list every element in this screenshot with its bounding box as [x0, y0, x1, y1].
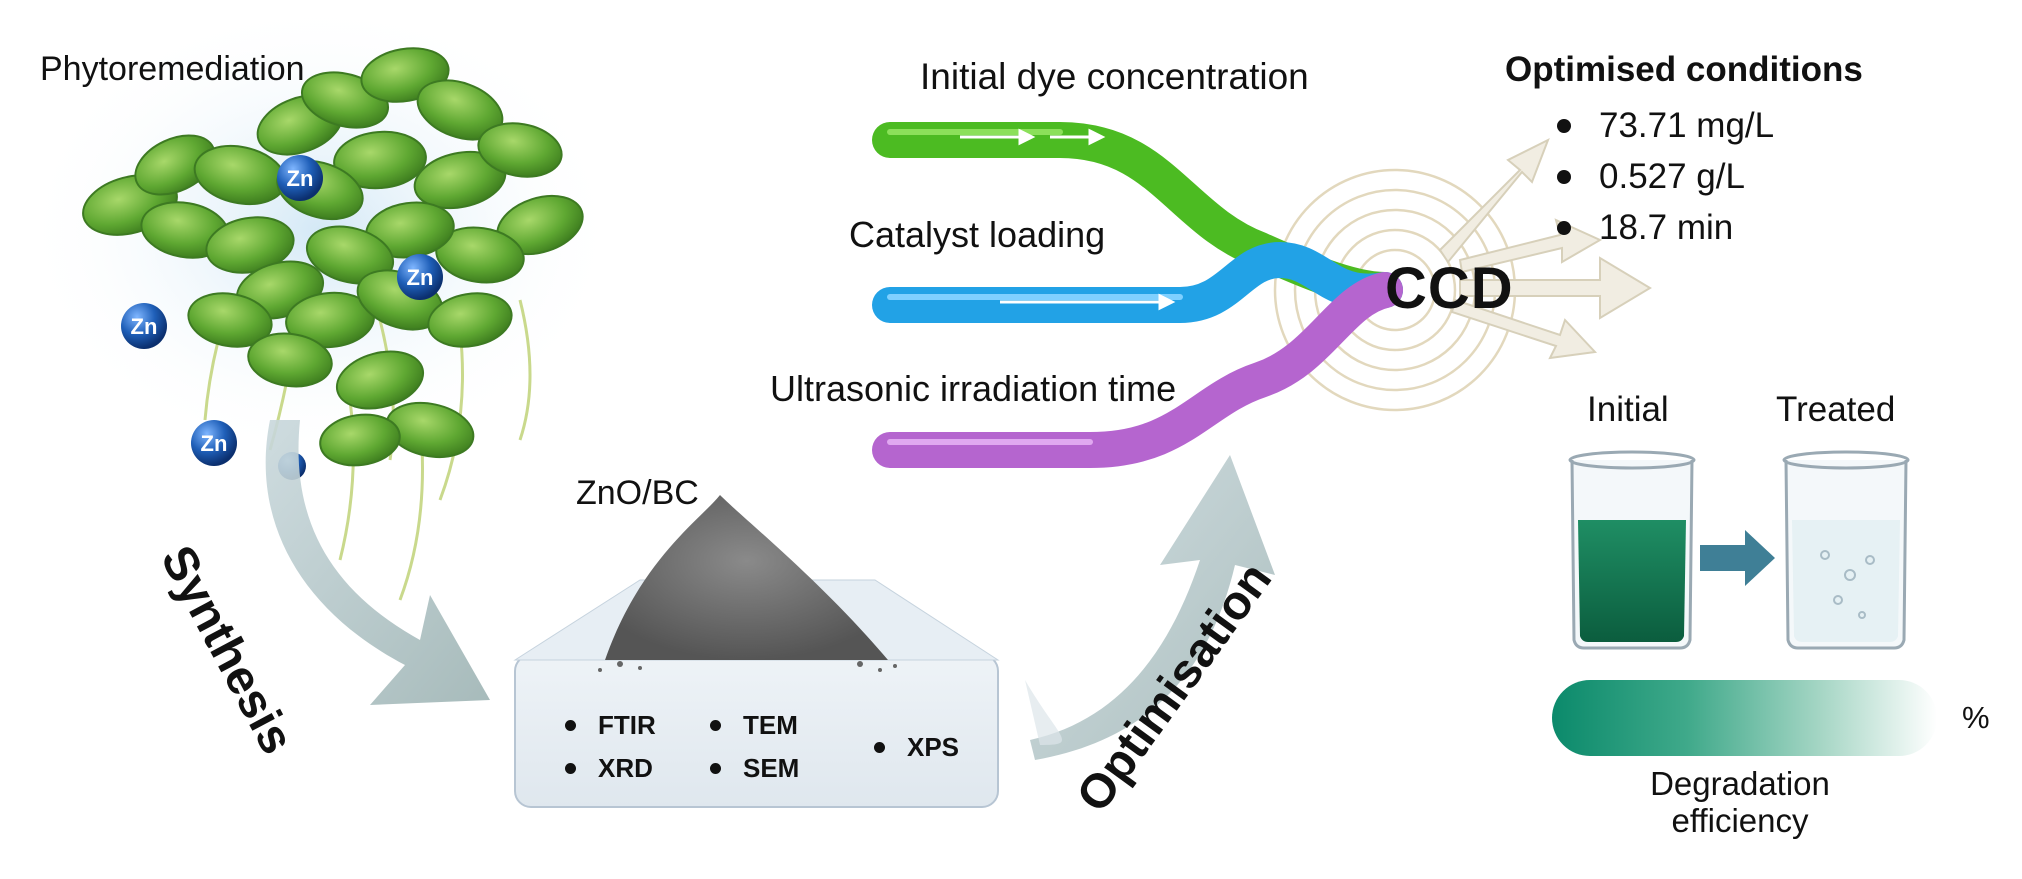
- bullet-icon: [874, 742, 885, 753]
- bullet-icon: [710, 720, 721, 731]
- list-item: 18.7 min: [1557, 202, 1774, 253]
- beaker-initial: [1568, 450, 1696, 650]
- phytoremediation-label: Phytoremediation: [40, 50, 305, 88]
- beaker-treated: [1782, 450, 1910, 650]
- ccd-label: CCD: [1385, 256, 1514, 321]
- ultrasonic-stream: [872, 272, 1403, 468]
- factor-label-catalyst: Catalyst loading: [849, 214, 1106, 255]
- factor-label-dye: Initial dye concentration: [920, 56, 1309, 97]
- stream-arrows: [960, 128, 1176, 311]
- list-item: 73.71 mg/L: [1557, 100, 1774, 151]
- degradation-efficiency-label: Degradation efficiency: [1650, 765, 1830, 839]
- catalyst-stream: [872, 241, 1403, 323]
- synthesis-arrow: [265, 420, 490, 705]
- zn-label: Zn: [201, 431, 228, 456]
- bullet-icon: [565, 720, 576, 731]
- zno-bc-powder: [605, 495, 888, 660]
- char-sem: SEM: [710, 753, 799, 784]
- factor-label-ultrasonic: Ultrasonic irradiation time: [770, 368, 1177, 409]
- list-item: 0.527 g/L: [1557, 151, 1774, 202]
- powder-grains: [598, 661, 897, 672]
- factor-streams: [872, 122, 1403, 468]
- bullet-icon: [710, 763, 721, 774]
- char-xrd: XRD: [565, 753, 653, 784]
- arrow-initial-to-treated: [1700, 530, 1775, 586]
- initial-label: Initial: [1587, 390, 1669, 429]
- optimised-conditions-heading: Optimised conditions: [1505, 50, 1863, 89]
- char-tem: TEM: [710, 710, 798, 741]
- percent-label: %: [1962, 700, 1990, 735]
- zn-label: Zn: [131, 314, 158, 339]
- phytoremediation-plants: [20, 0, 620, 601]
- degradation-efficiency-bar: [1552, 680, 1937, 756]
- zn-label: Zn: [407, 265, 434, 290]
- optimised-conditions-list: 73.71 mg/L 0.527 g/L 18.7 min: [1557, 100, 1774, 253]
- char-ftir: FTIR: [565, 710, 656, 741]
- bullet-icon: [1557, 169, 1571, 184]
- optimisation-arrow: [1030, 455, 1275, 760]
- treated-label: Treated: [1776, 390, 1896, 429]
- zno-bc-label: ZnO/BC: [576, 474, 699, 512]
- char-xps: XPS: [874, 732, 959, 763]
- zn-label: Zn: [287, 166, 314, 191]
- bullet-icon: [565, 763, 576, 774]
- bullet-icon: [1557, 118, 1571, 133]
- bullet-icon: [1557, 220, 1571, 235]
